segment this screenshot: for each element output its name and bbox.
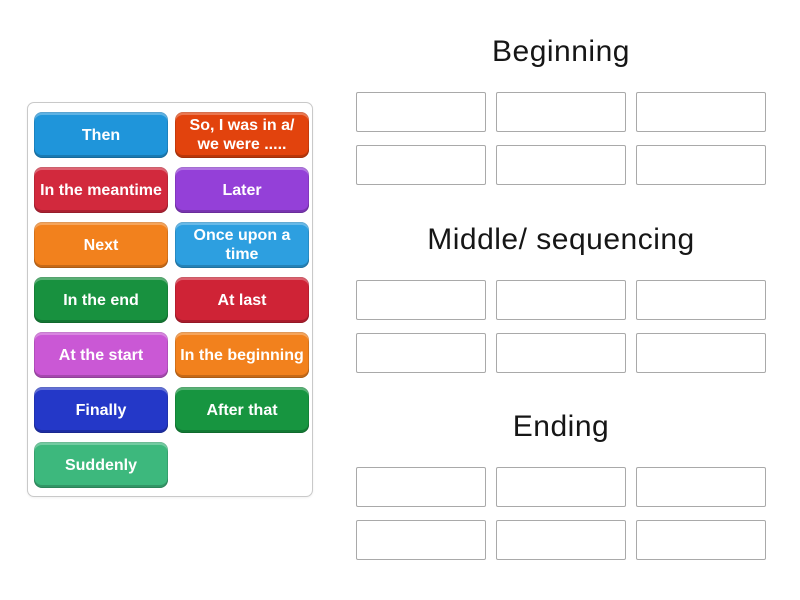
drop-slot[interactable] xyxy=(356,520,486,560)
tile-in-the-meantime[interactable]: In the meantime xyxy=(34,167,168,213)
slot-grid xyxy=(356,467,766,560)
tile-at-last[interactable]: At last xyxy=(175,277,309,323)
drop-slot[interactable] xyxy=(636,280,766,320)
drop-slot[interactable] xyxy=(636,520,766,560)
group-title-middle-sequencing: Middle/ sequencing xyxy=(427,223,695,256)
drop-slot[interactable] xyxy=(356,467,486,507)
group-section-ending: Ending xyxy=(356,407,766,560)
slot-grid xyxy=(356,92,766,185)
drop-slot[interactable] xyxy=(356,92,486,132)
tile-next[interactable]: Next xyxy=(34,222,168,268)
tile-then[interactable]: Then xyxy=(34,112,168,158)
drop-slot[interactable] xyxy=(356,145,486,185)
drop-slot[interactable] xyxy=(496,145,626,185)
slot-grid xyxy=(356,280,766,373)
group-section-beginning: Beginning xyxy=(356,32,766,185)
drop-slot[interactable] xyxy=(496,280,626,320)
drop-slot[interactable] xyxy=(356,280,486,320)
drop-slot[interactable] xyxy=(496,467,626,507)
tile-at-the-start[interactable]: At the start xyxy=(34,332,168,378)
group-title-ending: Ending xyxy=(512,410,610,443)
drop-slot[interactable] xyxy=(636,467,766,507)
tile-once-upon-a-time[interactable]: Once upon a time xyxy=(175,222,309,268)
tile-in-the-beginning[interactable]: In the beginning xyxy=(175,332,309,378)
tile-so-i-was-in-a-we-were[interactable]: So, I was in a/ we were ..... xyxy=(175,112,309,158)
drop-slot[interactable] xyxy=(496,333,626,373)
tile-in-the-end[interactable]: In the end xyxy=(34,277,168,323)
tile-suddenly[interactable]: Suddenly xyxy=(34,442,168,488)
tile-after-that[interactable]: After that xyxy=(175,387,309,433)
group-section-middle-sequencing: Middle/ sequencing xyxy=(356,220,766,373)
drop-slot[interactable] xyxy=(636,145,766,185)
drop-slot[interactable] xyxy=(496,520,626,560)
drop-slot[interactable] xyxy=(496,92,626,132)
group-title-beginning: Beginning xyxy=(492,35,630,68)
drop-slot[interactable] xyxy=(356,333,486,373)
drop-slot[interactable] xyxy=(636,333,766,373)
tile-finally[interactable]: Finally xyxy=(34,387,168,433)
tile-later[interactable]: Later xyxy=(175,167,309,213)
drop-slot[interactable] xyxy=(636,92,766,132)
